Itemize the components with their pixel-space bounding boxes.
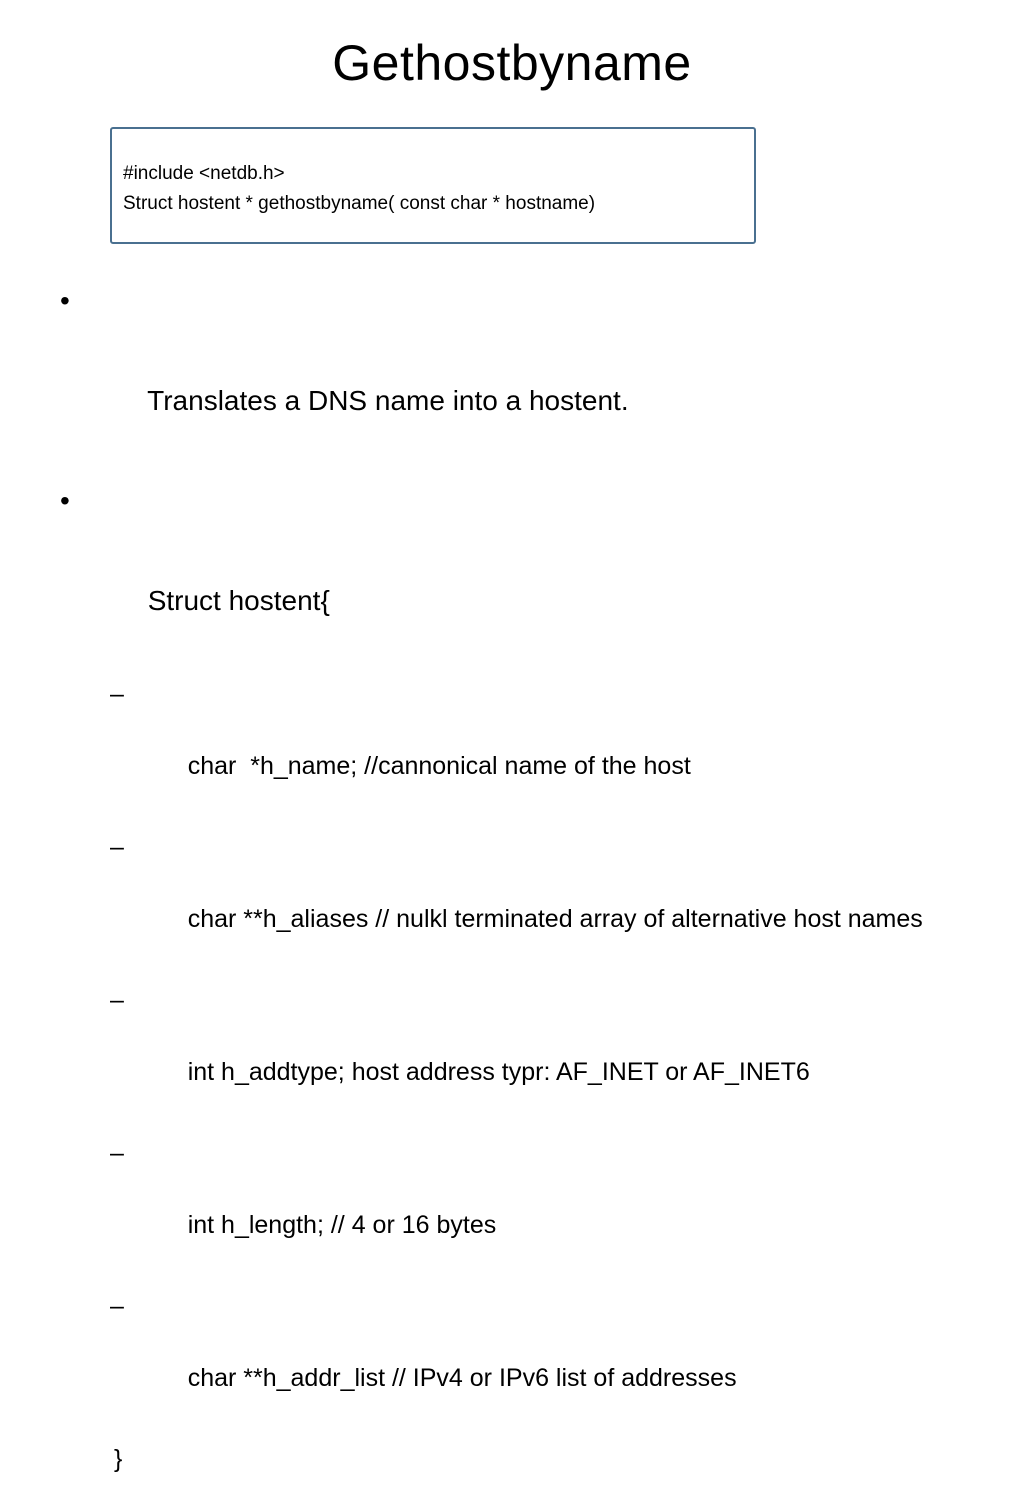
dash-icon: – [110,986,124,1014]
sub-bullet-item: – char **h_aliases // nulkl terminated a… [60,829,926,973]
sub-bullet-text: char *h_name; //cannonical name of the h… [187,752,691,780]
sub-bullet-text: int h_length; // 4 or 16 bytes [187,1211,497,1239]
dash-icon: – [110,833,124,861]
code-line-signature: Struct hostent * gethostbyname( const ch… [123,193,596,214]
dash-icon: – [110,680,124,708]
closing-brace: } [114,1445,123,1473]
sub-bullet-item: – char *h_name; //cannonical name of the… [60,676,926,820]
bullet-dot-icon: • [60,285,70,316]
slide-title: Gethostbyname [332,35,692,91]
slide: Gethostbyname #include <netdb.h> Struct … [60,35,923,1473]
dash-icon: – [110,1292,124,1320]
bullet-text: Struct hostent{ [147,585,330,616]
bullet-dot-icon: • [60,485,70,516]
bullet-text: Translates a DNS name into a hostent. [147,385,629,416]
dash-icon: – [110,1139,124,1167]
code-line-include: #include <netdb.h> [123,163,285,184]
bullet-item: • Translates a DNS name into a hostent. [60,276,960,476]
bullet-list: • Translates a DNS name into a hostent. … [60,276,960,1486]
code-box: #include <netdb.h> Struct hostent * geth… [110,127,756,244]
sub-bullet-item: – int h_length; // 4 or 16 bytes [60,1135,926,1279]
sub-bullet-item: – int h_addtype; host address typr: AF_I… [60,982,926,1126]
sub-bullet-item: – char **h_addr_list // IPv4 or IPv6 lis… [60,1288,926,1432]
sub-bullet-text: int h_addtype; host address typr: AF_INE… [187,1058,810,1086]
bullet-item: • Struct hostent{ [60,476,960,676]
sub-bullet-text: char **h_addr_list // IPv4 or IPv6 list … [187,1364,737,1392]
sub-bullet-text: char **h_aliases // nulkl terminated arr… [187,905,923,933]
